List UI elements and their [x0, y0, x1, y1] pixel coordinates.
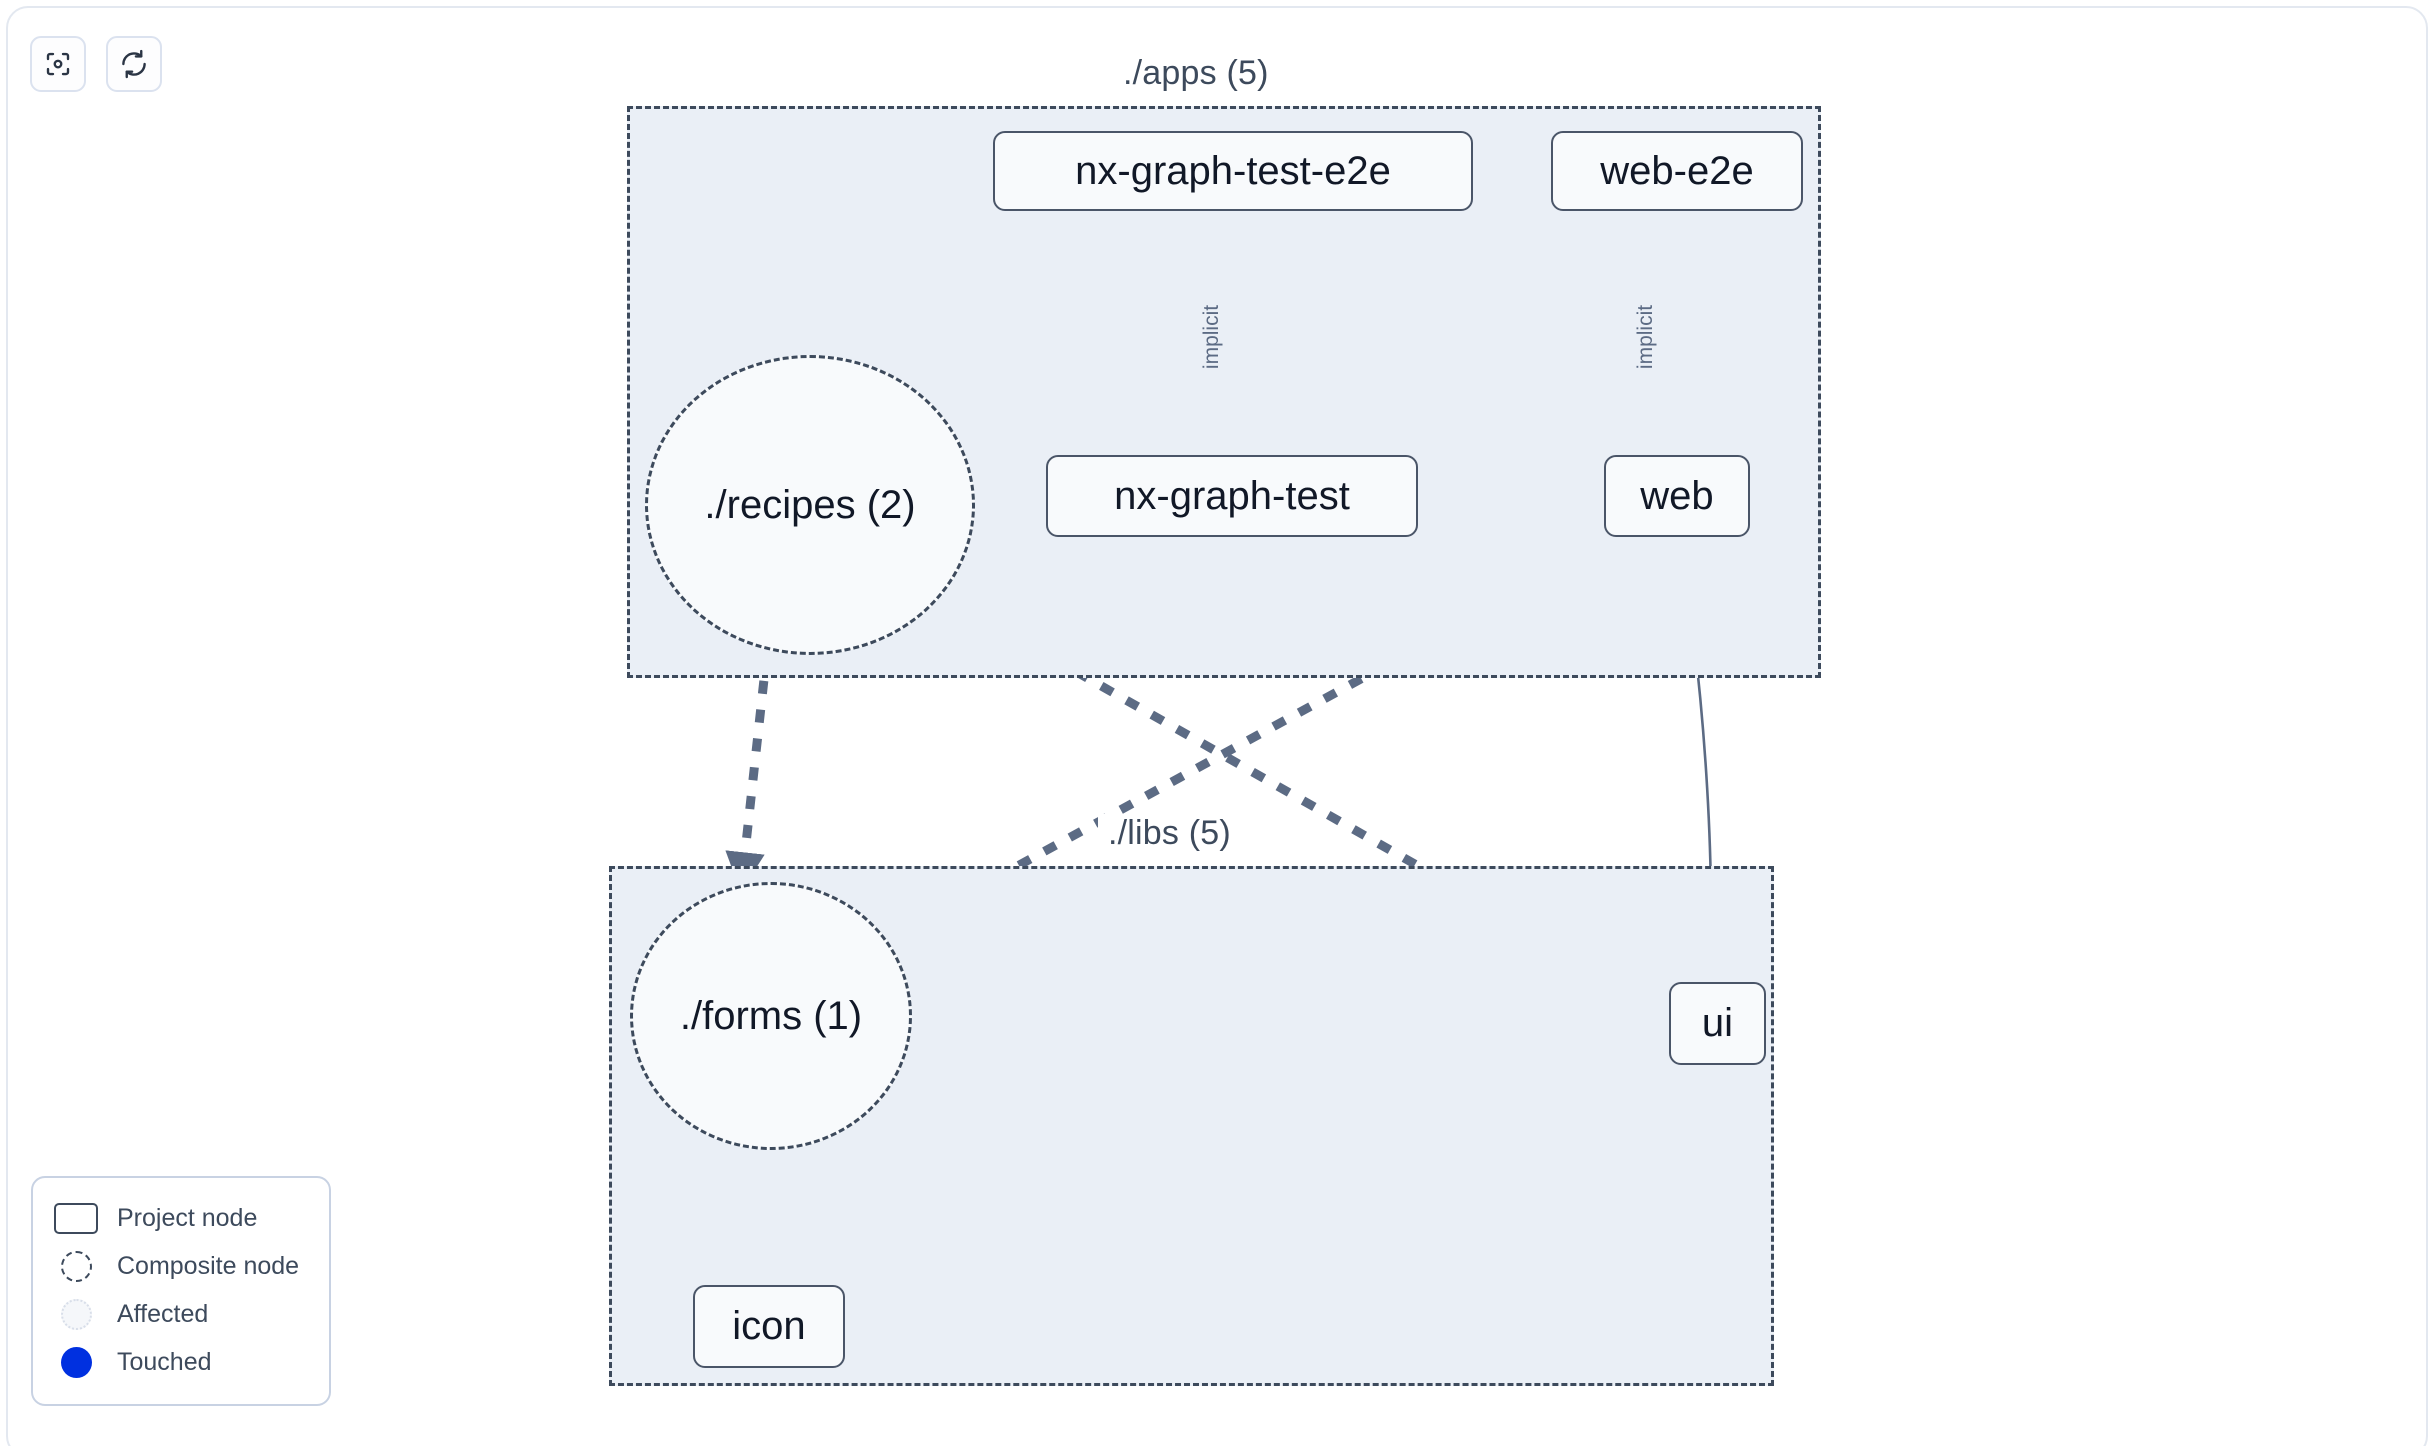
node-icon-label: icon: [732, 1304, 806, 1348]
touched-node-icon: [53, 1345, 99, 1379]
composite-node-forms[interactable]: ./forms (1): [630, 882, 912, 1150]
group-label-libs: ./libs (5): [1098, 814, 1241, 853]
legend-label-affected: Affected: [117, 1299, 209, 1328]
node-web-e2e[interactable]: web-e2e: [1551, 131, 1803, 211]
graph-legend: Project node Composite node Affected Tou…: [31, 1176, 331, 1406]
composite-node-icon: [53, 1249, 99, 1283]
legend-item-touched: Touched: [53, 1338, 309, 1386]
node-ui[interactable]: ui: [1669, 982, 1766, 1065]
node-ui-label: ui: [1701, 1001, 1734, 1045]
focus-target-icon: [43, 49, 73, 79]
focus-graph-button[interactable]: [30, 36, 86, 92]
node-nx-graph-test-e2e-label: nx-graph-test-e2e: [1075, 148, 1391, 193]
legend-item-affected: Affected: [53, 1290, 309, 1338]
node-web-e2e-label: web-e2e: [1600, 148, 1754, 193]
legend-label-composite-node: Composite node: [117, 1251, 300, 1280]
composite-node-recipes-label: ./recipes (2): [704, 482, 916, 527]
node-nx-graph-test-e2e[interactable]: nx-graph-test-e2e: [993, 131, 1473, 211]
group-label-apps: ./apps (5): [1113, 54, 1279, 93]
edge-label-implicit-web: implicit: [1634, 304, 1657, 370]
legend-item-project-node: Project node: [53, 1194, 309, 1242]
composite-node-forms-label: ./forms (1): [679, 993, 863, 1038]
composite-node-recipes[interactable]: ./recipes (2): [645, 355, 975, 655]
refresh-graph-button[interactable]: [106, 36, 162, 92]
refresh-icon: [119, 49, 149, 79]
edge-label-implicit-nx-graph-test: implicit: [1200, 304, 1223, 370]
legend-label-touched: Touched: [117, 1347, 212, 1376]
affected-node-icon: [53, 1297, 99, 1331]
node-nx-graph-test-label: nx-graph-test: [1114, 473, 1350, 518]
node-icon[interactable]: icon: [693, 1285, 845, 1368]
project-node-icon: [53, 1201, 99, 1235]
legend-label-project-node: Project node: [117, 1203, 258, 1232]
edge-recipes-to-forms: [725, 651, 772, 892]
graph-toolbar: [30, 36, 162, 92]
node-web-label: web: [1640, 473, 1714, 518]
legend-item-composite-node: Composite node: [53, 1242, 309, 1290]
node-web[interactable]: web: [1604, 455, 1750, 537]
node-nx-graph-test[interactable]: nx-graph-test: [1046, 455, 1418, 537]
